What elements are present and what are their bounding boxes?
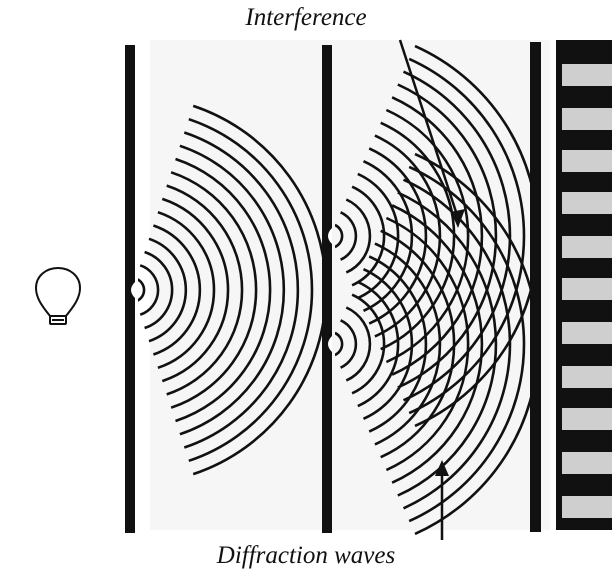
wave-arc-upper (414, 44, 533, 428)
diffraction-waves-label: Diffraction waves (216, 542, 396, 569)
bright-fringe (562, 496, 612, 518)
wave-arc-lower (368, 255, 428, 433)
interference-arrow (398, 39, 465, 228)
upper-slit (328, 228, 332, 244)
wave-arc (139, 264, 160, 316)
wave-arc (179, 144, 286, 436)
wave-arc-lower (345, 306, 372, 382)
wave-arc-upper (335, 223, 344, 249)
wave-arc (166, 184, 244, 396)
wave-arc-lower (340, 319, 358, 369)
first-slit (131, 282, 135, 298)
light-bulb-icon (34, 266, 82, 325)
bright-fringe (562, 108, 612, 130)
wave-arc-upper (374, 134, 442, 338)
wave-arc-lower (408, 165, 526, 523)
detection-screen-barrier (530, 42, 541, 532)
wave-arc (157, 210, 216, 370)
second-barrier (322, 45, 332, 533)
diffraction-arrow (435, 460, 449, 540)
wave-arc-lower (362, 268, 414, 420)
wave-arc (192, 104, 326, 476)
wave-arc-lower (374, 242, 442, 446)
diffraction-waves-double-slit (335, 44, 533, 535)
wave-arc-upper (345, 198, 372, 274)
wave-arc-upper (357, 172, 400, 300)
wave-arc-lower (351, 293, 386, 395)
wave-arc-lower (391, 204, 484, 484)
wave-arc-upper (362, 160, 414, 312)
bright-fringe (562, 192, 612, 214)
wave-arc (138, 278, 146, 302)
interference-label: Interference (245, 4, 367, 31)
wave-arc-lower (414, 152, 533, 535)
wave-arc (148, 237, 188, 343)
wave-arc (161, 197, 230, 383)
wave-arc (152, 224, 202, 356)
bright-fringe (562, 236, 612, 258)
wave-arc-upper (368, 147, 428, 325)
bright-fringe (562, 366, 612, 388)
wave-arc-lower (335, 331, 344, 357)
wave-arc-lower (385, 216, 470, 472)
wave-arc-upper (380, 121, 456, 351)
wave-arc-upper (351, 185, 386, 287)
bright-fringe (562, 150, 612, 172)
wave-arc-upper (397, 83, 498, 389)
wave-arc-lower (397, 191, 498, 497)
bright-fringe (562, 64, 612, 86)
wave-arc (175, 157, 272, 423)
diffraction-waves-first-slit (138, 104, 326, 476)
bright-fringe (562, 452, 612, 474)
interference-fringe-pattern (556, 40, 612, 530)
wave-arc-upper (340, 211, 358, 261)
bright-fringe (562, 278, 612, 300)
bright-fringe (562, 322, 612, 344)
wave-arc-lower (357, 280, 400, 408)
wave-arc-upper (402, 70, 512, 402)
wave-arc (183, 131, 300, 449)
bright-fringe (562, 408, 612, 430)
wave-arc-lower (380, 229, 456, 459)
lower-slit (328, 336, 332, 352)
wave-arc (144, 250, 174, 330)
wave-arc-upper (391, 96, 484, 376)
wave-arc (170, 171, 258, 409)
wave-arc (188, 117, 314, 463)
first-barrier (125, 45, 135, 533)
